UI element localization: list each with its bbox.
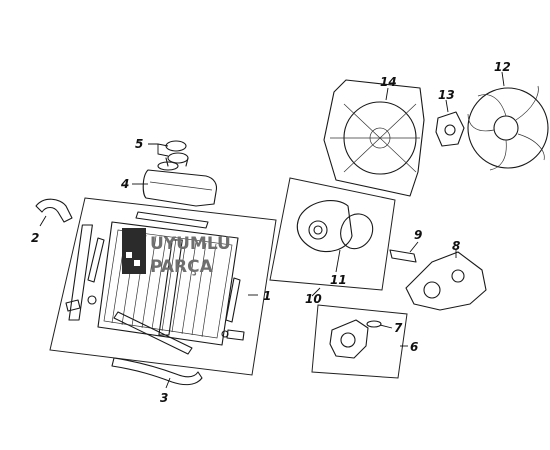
water-pump-group-box <box>269 177 396 291</box>
thermostat-group-box <box>311 304 408 379</box>
outlet-gasket <box>389 249 417 263</box>
leader-lines <box>39 71 505 389</box>
callout-11: 11 <box>330 273 347 287</box>
thermostat-housing <box>329 319 369 359</box>
callout-2: 2 <box>31 231 39 245</box>
callout-3: 3 <box>160 391 168 405</box>
radiator-sensor <box>221 329 245 341</box>
radiator-drain-plug <box>65 295 97 312</box>
callout-10: 10 <box>305 292 322 306</box>
callout-4: 4 <box>120 177 129 191</box>
radiator-side-strips <box>87 237 241 323</box>
logo-block-icon <box>122 228 146 274</box>
lower-radiator-hose <box>111 357 203 386</box>
tank-cap <box>165 140 189 167</box>
cooling-fan <box>467 85 549 171</box>
radiator-group-box <box>49 197 277 376</box>
upper-radiator-hose <box>35 198 73 223</box>
water-pump <box>296 200 353 253</box>
water-pump-gasket <box>340 213 374 250</box>
watermark-logo: UYUMLU PARÇA <box>122 228 231 277</box>
expansion-tank <box>142 161 218 207</box>
callout-6: 6 <box>410 340 418 354</box>
water-outlet <box>405 251 487 311</box>
watermark-line-1: UYUMLU <box>150 234 231 254</box>
callout-7: 7 <box>394 321 403 335</box>
callout-1: 1 <box>263 289 271 303</box>
callout-12: 12 <box>494 60 511 74</box>
fan-motor <box>435 111 465 147</box>
callout-8: 8 <box>452 239 460 253</box>
watermark-line-2: PARÇA <box>150 257 214 277</box>
callout-9: 9 <box>414 228 422 242</box>
fan-shroud <box>323 79 425 197</box>
callout-14: 14 <box>380 75 397 89</box>
callout-5: 5 <box>135 137 143 151</box>
thermostat-o-ring <box>366 320 382 328</box>
callout-13: 13 <box>438 88 455 102</box>
